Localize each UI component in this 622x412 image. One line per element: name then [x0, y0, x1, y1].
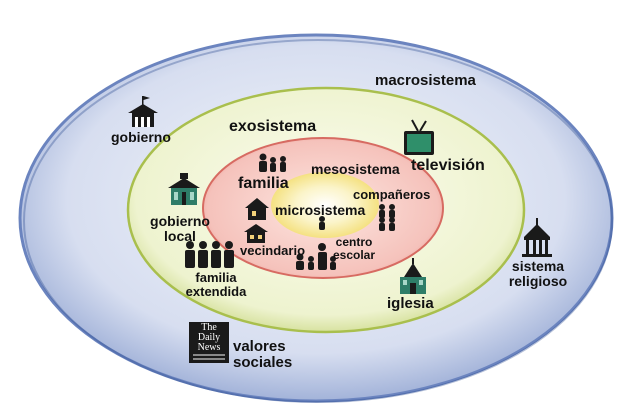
school-icon	[296, 243, 336, 270]
microsystem-label: microsistema	[275, 202, 366, 218]
gobierno-local-label: gobierno local	[145, 214, 215, 243]
iglesia-label: iglesia	[387, 295, 434, 312]
exosystem-label: exosistema	[229, 118, 317, 135]
neighborhood-icon	[244, 224, 268, 243]
valores-line-1: valores	[233, 338, 286, 355]
church-icon	[400, 258, 426, 294]
sistema-religioso-line-1: sistema	[511, 258, 565, 274]
television-icon	[404, 119, 434, 155]
television-label: televisión	[411, 157, 485, 174]
family-icon	[259, 153, 286, 172]
valores-line-2: sociales	[233, 353, 293, 371]
centro-line-1: centro	[335, 235, 373, 249]
macrosystem-label: macrosistema	[375, 72, 476, 89]
newspaper-line-3: News	[197, 342, 221, 353]
gobierno-local-line-2: local	[164, 227, 196, 244]
sistema-religioso-label: sistema religioso	[496, 259, 580, 288]
local-government-icon	[168, 173, 200, 205]
house-icon	[245, 198, 269, 220]
sistema-religioso-line-2: religioso	[508, 272, 568, 289]
gobierno-label: gobierno	[111, 129, 171, 145]
mesosystem-label: mesosistema	[311, 161, 400, 177]
familia-extendida-label: familia extendida	[176, 271, 256, 298]
newspaper-line-1: The	[201, 322, 217, 333]
familia-extendida-line-1: familia	[195, 270, 237, 285]
newspaper-masthead: The Daily News	[191, 323, 227, 353]
familia-label: familia	[238, 175, 289, 192]
centro-escolar-label: centro escolar	[327, 236, 381, 261]
newspaper-icon	[189, 322, 229, 363]
centro-line-2: escolar	[332, 247, 376, 262]
government-building-icon	[128, 96, 158, 127]
microsystem-core	[271, 172, 379, 238]
companeros-label: compañeros	[353, 187, 431, 202]
classmates-icon	[379, 204, 395, 231]
vecindario-label: vecindario	[240, 243, 306, 258]
newspaper-line-2: Daily	[197, 332, 221, 343]
familia-extendida-line-2: extendida	[185, 283, 247, 299]
extended-family-icon	[185, 241, 234, 268]
valores-sociales-label: valores sociales	[233, 339, 292, 371]
macrosystem-shadow	[23, 39, 613, 403]
temple-icon	[522, 218, 552, 257]
child-icon	[319, 216, 325, 230]
gobierno-local-line-1: gobierno	[150, 213, 210, 229]
